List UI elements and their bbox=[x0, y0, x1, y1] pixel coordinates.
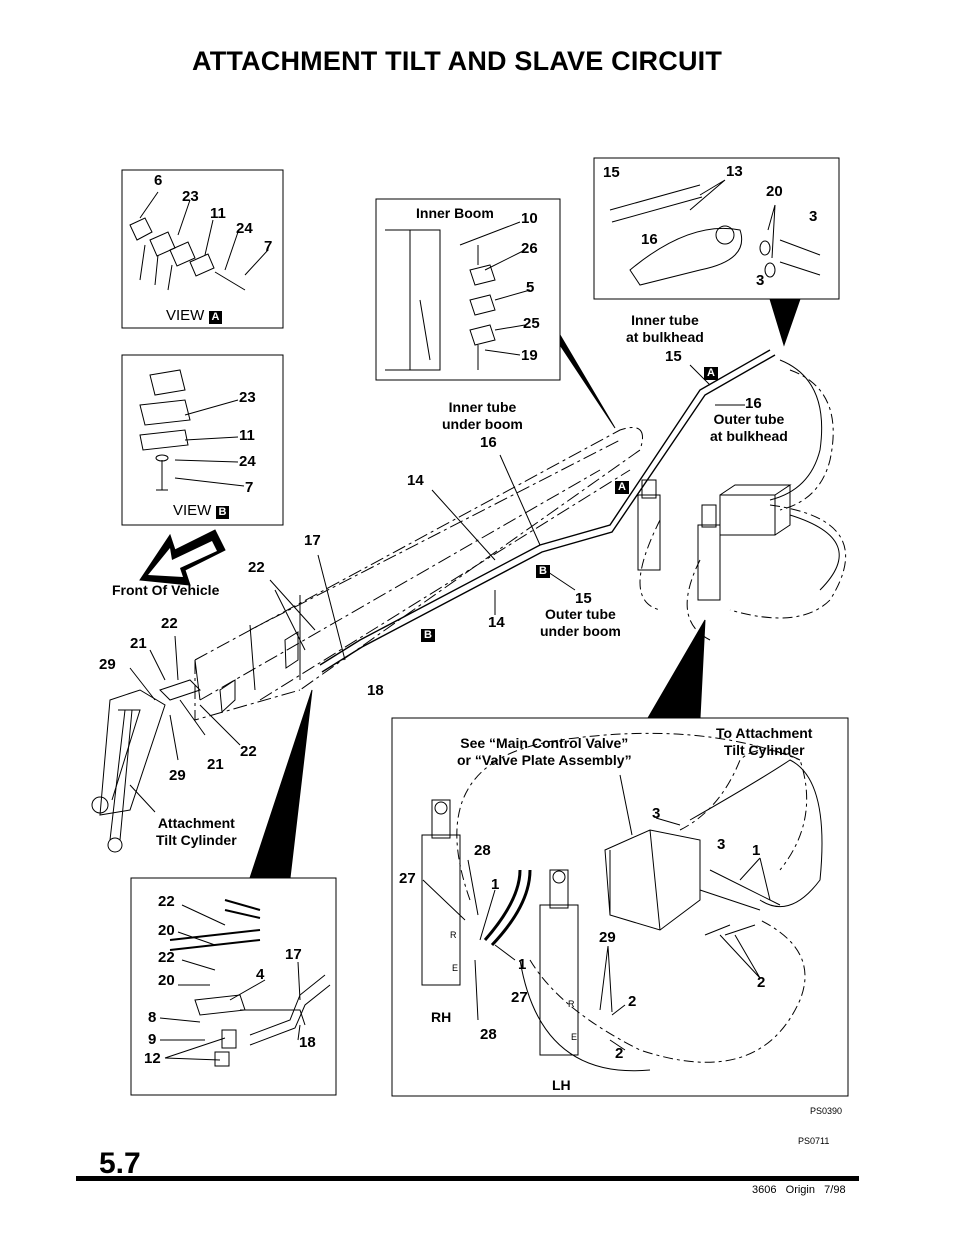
inner-boom-detail-box bbox=[375, 198, 561, 381]
callout-number: 20 bbox=[158, 972, 175, 989]
callout-number: 1 bbox=[752, 842, 761, 859]
callout-number: 16 bbox=[480, 434, 497, 451]
callout-number: 15 bbox=[575, 590, 592, 607]
callout-tag-a-bulkhead: A bbox=[704, 367, 718, 380]
drawing-code-2: PS0711 bbox=[798, 1136, 830, 1146]
callout-number: 22 bbox=[248, 559, 265, 576]
callout-number: 3 bbox=[809, 208, 818, 225]
callout-number: 16 bbox=[641, 231, 658, 248]
callout-number: 26 bbox=[521, 240, 538, 257]
callout-number: 2 bbox=[628, 993, 637, 1010]
callout-number: 22 bbox=[240, 743, 257, 760]
footer-rule bbox=[76, 1176, 859, 1181]
callout-number: 24 bbox=[239, 453, 256, 470]
caption-lh: LH bbox=[552, 1077, 571, 1093]
pointer-valve bbox=[647, 619, 706, 719]
bulkhead-detail-box bbox=[593, 157, 840, 300]
caption-rh: RH bbox=[431, 1009, 452, 1025]
callout-number: 12 bbox=[144, 1050, 161, 1067]
callout-tag-b-under-boom: B bbox=[536, 565, 550, 578]
pointer-inner-boom bbox=[559, 333, 616, 429]
callout-tag-b-boom: B bbox=[421, 629, 435, 642]
callout-number: 3 bbox=[756, 272, 765, 289]
callout-number: 9 bbox=[148, 1031, 157, 1048]
caption-to-attachment-tilt-cylinder: To Attachment Tilt Cylinder bbox=[716, 725, 813, 758]
caption-see-main-control-valve: See “Main Control Valve” or “Valve Plate… bbox=[457, 735, 632, 768]
cylinder-fitting-detail-box bbox=[130, 877, 337, 1096]
callout-number: 20 bbox=[766, 183, 783, 200]
view-a-box bbox=[121, 169, 284, 329]
valve-letter-r-lh: R bbox=[568, 999, 575, 1009]
callout-number: 6 bbox=[154, 172, 163, 189]
callout-number: 22 bbox=[158, 893, 175, 910]
caption-inner-tube-under-boom: Inner tube under boom bbox=[442, 399, 523, 432]
callout-number: 18 bbox=[367, 682, 384, 699]
callout-number: 19 bbox=[521, 347, 538, 364]
valve-letter-e-rh: E bbox=[452, 963, 459, 973]
callout-number: 29 bbox=[656, 698, 673, 715]
valve-detail-box bbox=[391, 717, 849, 1097]
callout-number: 13 bbox=[726, 163, 743, 180]
callout-number: 17 bbox=[285, 946, 302, 963]
caption-front-of-vehicle: Front Of Vehicle bbox=[112, 582, 220, 598]
caption-attachment-tilt-cylinder: Attachment Tilt Cylinder bbox=[156, 815, 237, 848]
callout-number: 10 bbox=[521, 210, 538, 227]
callout-number: 3 bbox=[652, 805, 661, 822]
callout-number: 22 bbox=[161, 615, 178, 632]
view-b-label: VIEW B bbox=[173, 502, 230, 519]
callout-number: 23 bbox=[239, 389, 256, 406]
callout-number: 18 bbox=[299, 1034, 316, 1051]
caption-outer-tube-under-boom: Outer tube under boom bbox=[540, 606, 621, 639]
callout-number: 15 bbox=[665, 348, 682, 365]
caption-outer-tube-bulkhead: Outer tube at bulkhead bbox=[710, 411, 788, 444]
callout-number: 2 bbox=[757, 974, 766, 991]
callout-number: 21 bbox=[130, 635, 147, 652]
callout-number: 5 bbox=[526, 279, 535, 296]
page-title: ATTACHMENT TILT AND SLAVE CIRCUIT bbox=[192, 46, 723, 76]
callout-number: 27 bbox=[511, 989, 528, 1006]
callout-number: 7 bbox=[264, 238, 273, 255]
callout-number: 23 bbox=[182, 188, 199, 205]
valve-letter-r-rh: R bbox=[450, 930, 457, 940]
callout-number: 4 bbox=[256, 966, 265, 983]
callout-number: 27 bbox=[399, 870, 416, 887]
callout-number: 15 bbox=[603, 164, 620, 181]
callout-number: 28 bbox=[474, 842, 491, 859]
callout-number: 1 bbox=[518, 956, 527, 973]
callout-number: 29 bbox=[99, 656, 116, 673]
callout-number: 22 bbox=[158, 949, 175, 966]
callout-number: 17 bbox=[304, 532, 321, 549]
callout-number: 1 bbox=[491, 876, 500, 893]
callout-number: 29 bbox=[599, 929, 616, 946]
callout-number: 2 bbox=[615, 1045, 624, 1062]
callout-number: 28 bbox=[480, 1026, 497, 1043]
callout-number: 25 bbox=[523, 315, 540, 332]
drawing-code-1: PS0390 bbox=[810, 1106, 843, 1116]
callout-number: 11 bbox=[239, 427, 255, 444]
callout-number: 11 bbox=[210, 205, 226, 222]
pointer-cylinder-fitting bbox=[249, 689, 313, 879]
callout-tag-a-boom: A bbox=[615, 481, 629, 494]
callout-number: 8 bbox=[148, 1009, 157, 1026]
view-a-label: VIEW A bbox=[166, 307, 223, 324]
footer-text: 3606 Origin 7/98 bbox=[752, 1184, 846, 1196]
callout-number: 20 bbox=[158, 922, 175, 939]
valve-letter-e-lh: E bbox=[571, 1032, 578, 1042]
view-b-box bbox=[121, 354, 284, 526]
callout-number: 16 bbox=[745, 395, 762, 412]
section-number: 5.7 bbox=[99, 1147, 141, 1180]
pointer-bulkhead bbox=[769, 298, 801, 347]
callout-number: 24 bbox=[236, 220, 253, 237]
callout-number: 14 bbox=[488, 614, 505, 631]
callout-number: 14 bbox=[407, 472, 424, 489]
callout-number: 21 bbox=[207, 756, 224, 773]
caption-inner-boom: Inner Boom bbox=[416, 205, 494, 221]
callout-number: 29 bbox=[169, 767, 186, 784]
caption-inner-tube-bulkhead: Inner tube at bulkhead bbox=[626, 312, 704, 345]
callout-number: 3 bbox=[717, 836, 726, 853]
callout-number: 7 bbox=[245, 479, 254, 496]
